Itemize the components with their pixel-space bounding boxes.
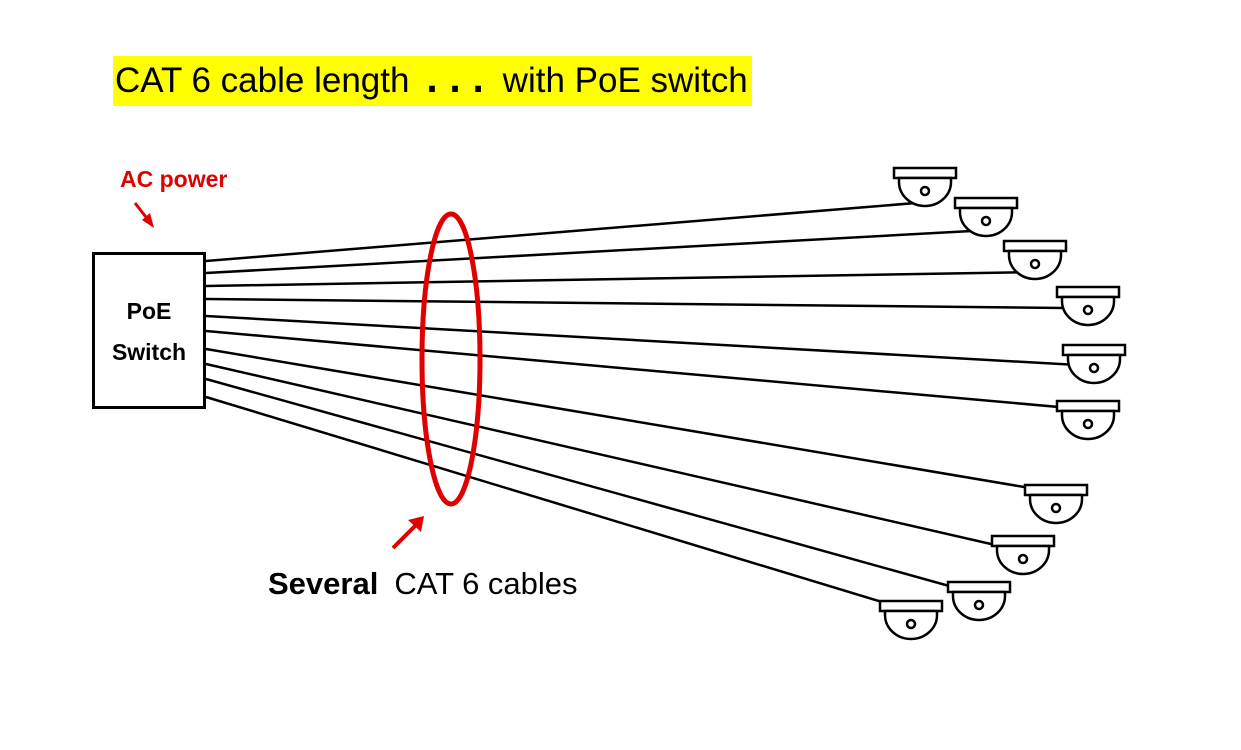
cable-9 — [205, 377, 961, 591]
switch-label-line1: PoE — [126, 298, 172, 324]
cable-8 — [205, 362, 1005, 549]
diagram-title: CAT 6 cable length... with PoE switch — [113, 56, 752, 106]
camera-group — [878, 166, 1127, 641]
cable-6 — [205, 329, 1071, 410]
cable-7 — [205, 347, 1037, 491]
cable-bundle-ellipse — [419, 211, 483, 507]
cables-label-bold: Several — [268, 566, 379, 601]
dome-camera-icon — [990, 534, 1056, 576]
title-ellipsis: ... — [421, 61, 491, 101]
cable-group — [205, 200, 1079, 607]
title-suffix: with PoE switch — [502, 61, 748, 100]
poe-switch-box: PoE Switch — [92, 252, 206, 409]
dome-camera-icon — [1023, 483, 1089, 525]
title-main: CAT 6 cable length — [115, 61, 410, 100]
cable-4 — [205, 297, 1065, 310]
dome-camera-icon — [892, 166, 958, 208]
switch-label-line2: Switch — [111, 339, 187, 365]
ac-power-arrow-icon — [133, 202, 154, 228]
dome-camera-icon — [1055, 285, 1121, 327]
cables-label: Several CAT 6 cables — [268, 566, 578, 602]
cable-3 — [205, 270, 1037, 288]
cable-1 — [205, 200, 929, 263]
dome-camera-icon — [1061, 343, 1127, 385]
cable-2 — [205, 228, 991, 275]
dome-camera-icon — [878, 599, 944, 641]
dome-camera-icon — [1055, 399, 1121, 441]
cable-5 — [205, 314, 1079, 367]
cables-arrow-icon — [391, 516, 424, 550]
cable-10 — [205, 395, 893, 607]
ac-power-label: AC power — [120, 166, 228, 192]
dome-camera-icon — [946, 580, 1012, 622]
cables-label-text: CAT 6 cables — [394, 566, 578, 601]
